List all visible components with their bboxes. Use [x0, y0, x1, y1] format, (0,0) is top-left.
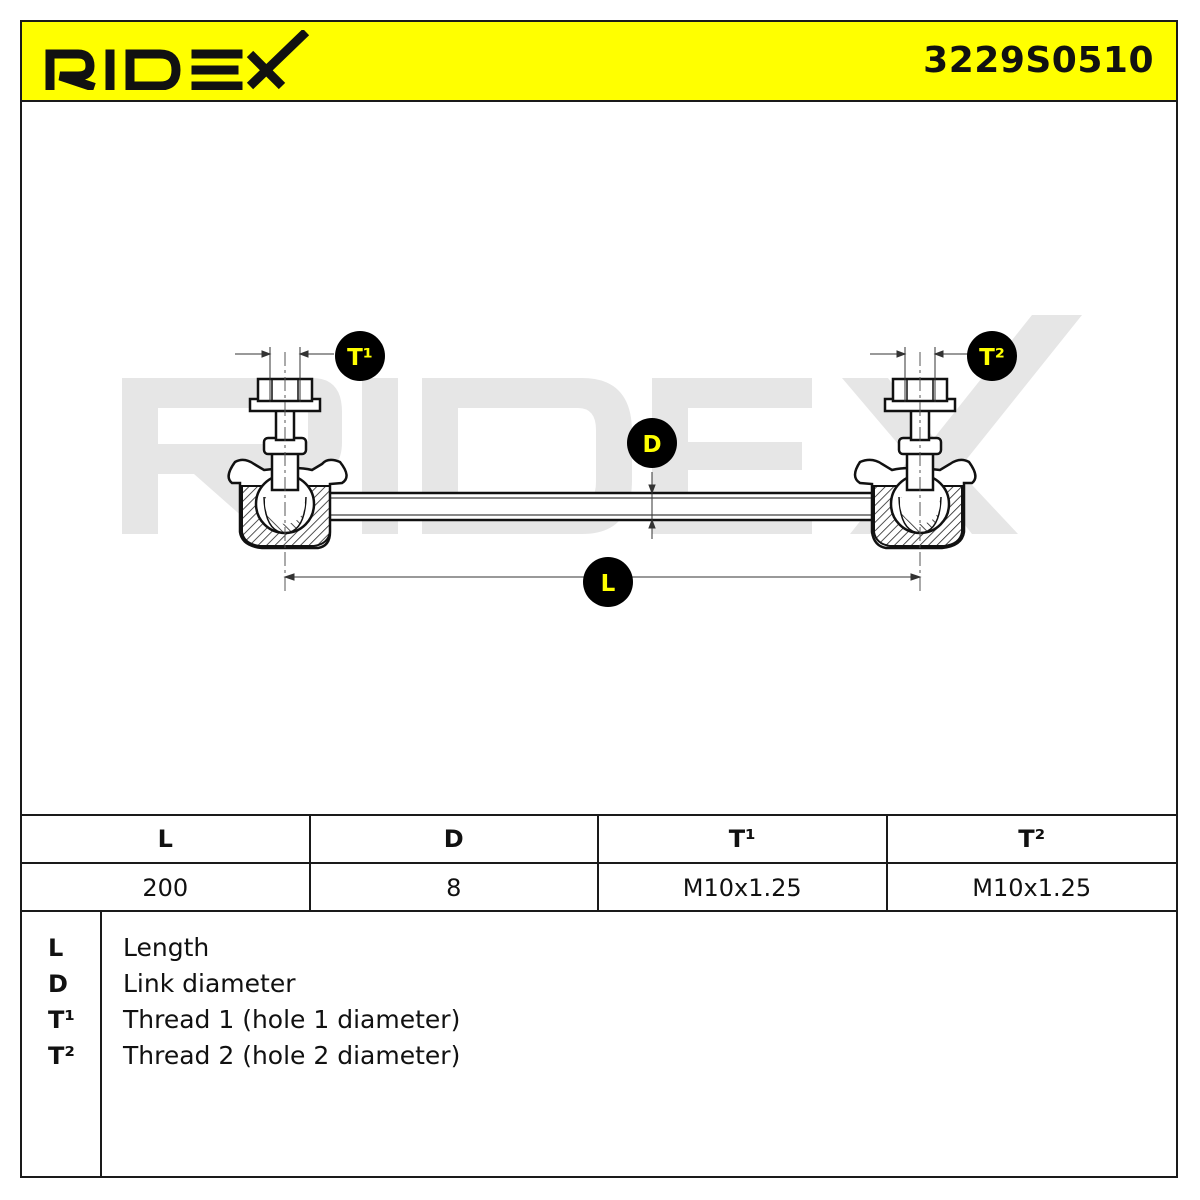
part-number: 3229S0510	[923, 40, 1154, 81]
t1-label: T¹	[347, 345, 373, 371]
legend-text: Thread 1 (hole 1 diameter)	[123, 1005, 461, 1034]
t1-dimension	[235, 347, 334, 402]
legend: L Length D Link diameter T¹ Thread 1 (ho…	[22, 912, 1176, 1176]
t2-dimension	[870, 347, 968, 402]
d-marker	[627, 418, 677, 468]
legend-divider	[100, 912, 102, 1176]
right-ball-joint	[853, 352, 977, 592]
spec-table: L D T¹ T² 200 8 M10x1.25 M10x1.25	[22, 814, 1176, 912]
t1-marker	[335, 331, 385, 381]
d-label: D	[642, 432, 661, 458]
legend-key: L	[48, 934, 64, 962]
legend-item: T² Thread 2 (hole 2 diameter)	[22, 1038, 1176, 1074]
spec-header-t2: T²	[887, 816, 1176, 864]
legend-key: T¹	[48, 1006, 75, 1034]
ridex-logo	[45, 30, 309, 90]
legend-text: Link diameter	[123, 969, 296, 998]
spec-header-l: L	[22, 816, 311, 864]
legend-key: T²	[48, 1042, 75, 1070]
legend-item: T¹ Thread 1 (hole 1 diameter)	[22, 1002, 1176, 1038]
spec-value-d: 8	[311, 864, 599, 912]
legend-item: D Link diameter	[22, 966, 1176, 1002]
spec-value-l: 200	[22, 864, 311, 912]
legend-text: Thread 2 (hole 2 diameter)	[123, 1041, 461, 1070]
technical-drawing: T¹ T² D	[22, 102, 1176, 814]
link-rod	[324, 491, 884, 522]
product-sheet: 3229S0510	[20, 20, 1178, 1178]
spec-header-d: D	[310, 816, 599, 864]
legend-key: D	[48, 970, 68, 998]
legend-item: L Length	[22, 930, 1176, 966]
spec-value-t1: M10x1.25	[599, 864, 888, 912]
d-dimension	[648, 472, 656, 539]
t2-label: T²	[979, 345, 1005, 371]
legend-text: Length	[123, 933, 210, 962]
left-ball-joint	[227, 352, 348, 592]
t2-marker	[967, 331, 1017, 381]
stabilizer-link-drawing: T¹ T² D	[122, 315, 1082, 607]
spec-header-t1: T¹	[599, 816, 888, 864]
l-label: L	[601, 571, 616, 597]
header-bar: 3229S0510	[22, 22, 1176, 102]
l-marker	[583, 557, 633, 607]
spec-value-t2: M10x1.25	[972, 874, 1092, 902]
